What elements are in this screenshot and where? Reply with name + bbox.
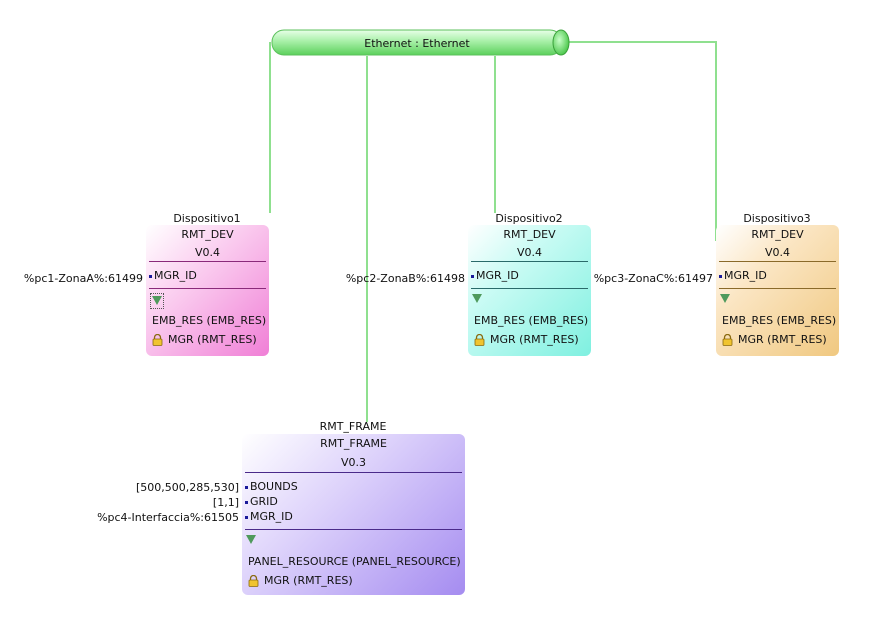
device3-param-mgr-id[interactable]: MGR_ID (716, 268, 839, 283)
param-name: GRID (250, 495, 278, 508)
frame-grid-value[interactable]: [1,1] (212, 496, 239, 509)
frame-collapse-toggle[interactable] (242, 530, 465, 547)
lock-icon (722, 334, 733, 346)
triangle-down-icon (720, 294, 730, 303)
frame-param-mgr-id[interactable]: MGR_ID (242, 509, 465, 524)
param-name: MGR_ID (724, 269, 767, 282)
device3-type: RMT_DEV (751, 228, 804, 241)
lock-icon (474, 334, 485, 346)
lock-icon (152, 334, 163, 346)
frame-bounds-value[interactable]: [500,500,285,530] (135, 481, 239, 494)
device2-collapse-toggle[interactable] (468, 289, 591, 306)
device3-box[interactable]: RMT_DEV V0.4 MGR_ID EMB_RES (EMB_RES) MG… (716, 225, 839, 356)
param-name: MGR_ID (476, 269, 519, 282)
device3-title[interactable]: Dispositivo3 (743, 212, 811, 225)
device1-title[interactable]: Dispositivo1 (173, 212, 241, 225)
frame-param-bounds[interactable]: BOUNDS (242, 479, 465, 494)
device2-param-mgr-id[interactable]: MGR_ID (468, 268, 591, 283)
input-port-icon (245, 485, 248, 489)
device1-param-mgr-id[interactable]: MGR_ID (146, 268, 269, 283)
triangle-down-icon (472, 294, 482, 303)
fb-label: MGR (RMT_RES) (168, 333, 257, 346)
param-name: MGR_ID (250, 510, 293, 523)
device2-version: V0.4 (516, 246, 543, 259)
fb-label: MGR (RMT_RES) (738, 333, 827, 346)
divider (719, 261, 836, 262)
device2-type: RMT_DEV (503, 228, 556, 241)
device3-version: V0.4 (764, 246, 791, 259)
frame-type: RMT_FRAME (320, 437, 387, 450)
device2-fb[interactable]: MGR (RMT_RES) (468, 330, 591, 349)
ethernet-segment-bus[interactable] (271, 29, 570, 56)
frame-version: V0.3 (340, 456, 367, 469)
input-port-icon (471, 274, 474, 278)
param-name: MGR_ID (154, 269, 197, 282)
input-port-icon (719, 274, 722, 278)
divider (471, 261, 588, 262)
divider (719, 288, 836, 289)
frame-resource[interactable]: PANEL_RESOURCE (PANEL_RESOURCE) (248, 555, 461, 568)
device1-resource[interactable]: EMB_RES (EMB_RES) (152, 314, 267, 327)
param-name: BOUNDS (250, 480, 298, 493)
device3-mgr-id-value[interactable]: %pc3-ZonaC%:61497 (593, 272, 713, 285)
device3-collapse-toggle[interactable] (716, 289, 839, 306)
input-port-icon (149, 274, 152, 278)
device3-resource[interactable]: EMB_RES (EMB_RES) (722, 314, 837, 327)
divider (149, 288, 266, 289)
device2-mgr-id-value[interactable]: %pc2-ZonaB%:61498 (345, 272, 465, 285)
frame-param-grid[interactable]: GRID (242, 494, 465, 509)
device1-type: RMT_DEV (181, 228, 234, 241)
input-port-icon (245, 500, 248, 504)
link-dispositivo3[interactable] (566, 41, 717, 241)
divider (245, 529, 462, 530)
frame-box[interactable]: RMT_FRAME V0.3 BOUNDS GRID MGR_ID PANEL_… (242, 434, 465, 595)
frame-mgr-id-value[interactable]: %pc4-Interfaccia%:61505 (97, 511, 239, 524)
divider (471, 288, 588, 289)
triangle-down-icon (246, 535, 256, 544)
device2-resource[interactable]: EMB_RES (EMB_RES) (474, 314, 589, 327)
device1-version: V0.4 (194, 246, 221, 259)
segment-label: Ethernet : Ethernet (364, 37, 470, 50)
device2-box[interactable]: RMT_DEV V0.4 MGR_ID EMB_RES (EMB_RES) MG… (468, 225, 591, 356)
input-port-icon (245, 515, 248, 519)
frame-title[interactable]: RMT_FRAME (319, 420, 387, 433)
device1-fb[interactable]: MGR (RMT_RES) (146, 330, 269, 349)
device1-collapse-toggle[interactable] (146, 289, 269, 309)
divider (149, 261, 266, 262)
device1-box[interactable]: RMT_DEV V0.4 MGR_ID EMB_RES (EMB_RES) MG… (146, 225, 269, 356)
device1-mgr-id-value[interactable]: %pc1-ZonaA%:61499 (23, 272, 143, 285)
device3-fb[interactable]: MGR (RMT_RES) (716, 330, 839, 349)
lock-icon (248, 575, 259, 587)
frame-fb[interactable]: MGR (RMT_RES) (242, 571, 465, 590)
fb-label: MGR (RMT_RES) (264, 574, 353, 587)
triangle-down-icon (152, 296, 162, 305)
divider (245, 472, 462, 473)
device2-title[interactable]: Dispositivo2 (495, 212, 563, 225)
fb-label: MGR (RMT_RES) (490, 333, 579, 346)
